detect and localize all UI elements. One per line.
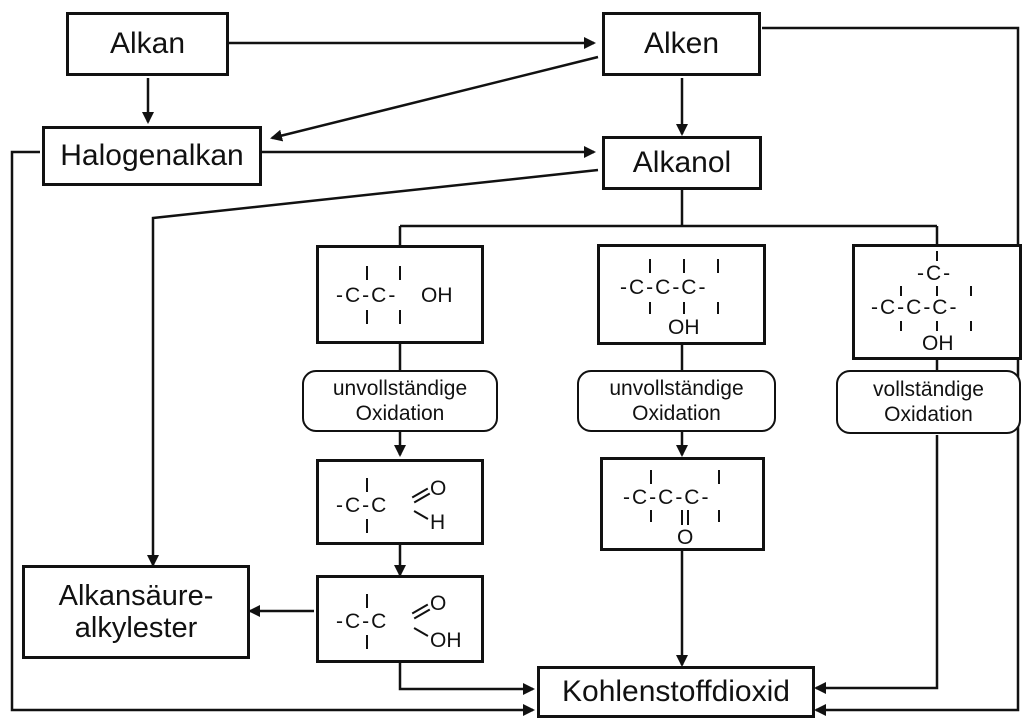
bond — [649, 259, 651, 273]
primary-alcohol-group: OH — [421, 284, 453, 307]
aldehyde-chain: -C-C — [336, 494, 389, 517]
node-alkan-label: Alkan — [109, 27, 186, 60]
node-alkan: Alkan — [66, 12, 229, 76]
bond — [366, 594, 368, 608]
oxidation-secondary-line1: unvollständige — [609, 377, 744, 400]
bond — [399, 310, 401, 324]
bond — [936, 251, 938, 261]
node-alkanol-label: Alkanol — [632, 146, 732, 179]
node-co2-label: Kohlenstoffdioxid — [562, 675, 790, 708]
arrow-alken-co2 — [762, 26, 1020, 716]
arrow-acid-co2 — [398, 663, 535, 695]
ketone-o: O — [677, 526, 694, 549]
oxidation-primary-line2: Oxidation — [355, 402, 445, 425]
double-bond — [687, 510, 689, 525]
bond — [366, 310, 368, 324]
bond — [718, 470, 720, 484]
acid-oh: OH — [430, 629, 462, 652]
node-alkanol: Alkanol — [602, 136, 762, 190]
bond — [970, 321, 972, 331]
bond — [717, 302, 719, 314]
aldehyde-h: H — [430, 511, 446, 534]
node-kohlenstoffdioxid: Kohlenstoffdioxid — [537, 666, 815, 718]
secondary-alcohol-group: OH — [668, 316, 700, 339]
node-alken-label: Alken — [643, 27, 720, 60]
bond — [366, 635, 368, 649]
structure-ketone: -C-C-C- O — [600, 457, 765, 551]
double-bond — [681, 510, 683, 525]
structure-secondary-alcohol: -C-C-C- OH — [597, 244, 766, 345]
bond — [366, 478, 368, 492]
bond — [900, 321, 902, 331]
bond — [399, 266, 401, 280]
node-halogenalkan-label: Halogenalkan — [60, 139, 244, 172]
node-halogenalkan: Halogenalkan — [42, 126, 262, 186]
node-alken: Alken — [602, 12, 761, 76]
bond — [683, 259, 685, 273]
bond — [366, 519, 368, 533]
bond — [413, 510, 429, 520]
structure-aldehyde: -C-C O H — [316, 459, 484, 545]
bond — [683, 302, 685, 314]
ketone-chain: -C-C-C- — [623, 486, 711, 509]
oxidation-tertiary-line2: Oxidation — [884, 403, 973, 426]
bond — [649, 302, 651, 314]
bond — [936, 286, 938, 296]
bond — [718, 510, 720, 522]
structure-carboxylic-acid: -C-C O OH — [316, 575, 484, 663]
oxidation-secondary: unvollständige Oxidation — [577, 370, 776, 432]
structure-primary-alcohol: -C-C- OH — [316, 245, 484, 344]
bond — [650, 510, 652, 522]
tertiary-alcohol-top: -C- — [917, 262, 953, 285]
node-ester: Alkansäure- alkylester — [22, 565, 250, 659]
arrow-tertiary-co2 — [814, 435, 939, 694]
bond — [936, 321, 938, 331]
bond — [366, 266, 368, 280]
oxidation-primary: unvollständige Oxidation — [302, 370, 498, 432]
structure-tertiary-alcohol: -C- -C-C-C- OH — [852, 244, 1022, 360]
oxidation-secondary-line2: Oxidation — [632, 402, 721, 425]
arrow-alkanol-ester — [147, 168, 599, 567]
tertiary-alcohol-group: OH — [922, 332, 954, 355]
node-ester-line1: Alkansäure- — [58, 580, 214, 612]
bond — [413, 627, 429, 637]
node-ester-line2: alkylester — [74, 612, 198, 644]
bond — [650, 470, 652, 484]
oxidation-tertiary-line1: vollständige — [873, 378, 984, 401]
arrow-halogenalkan-co2 — [10, 150, 535, 716]
oxidation-primary-line1: unvollständige — [332, 377, 468, 400]
oxidation-tertiary: vollständige Oxidation — [836, 370, 1021, 434]
aldehyde-o: O — [430, 477, 447, 500]
bond — [970, 286, 972, 296]
secondary-alcohol-chain: -C-C-C- — [620, 276, 708, 299]
tertiary-alcohol-chain: -C-C-C- — [871, 296, 959, 319]
primary-alcohol-chain: -C-C- — [336, 284, 398, 307]
bond — [717, 259, 719, 273]
acid-o: O — [430, 592, 447, 615]
acid-chain: -C-C — [336, 610, 389, 633]
bond — [900, 286, 902, 296]
arrow-alken-halogenalkan — [270, 55, 599, 142]
